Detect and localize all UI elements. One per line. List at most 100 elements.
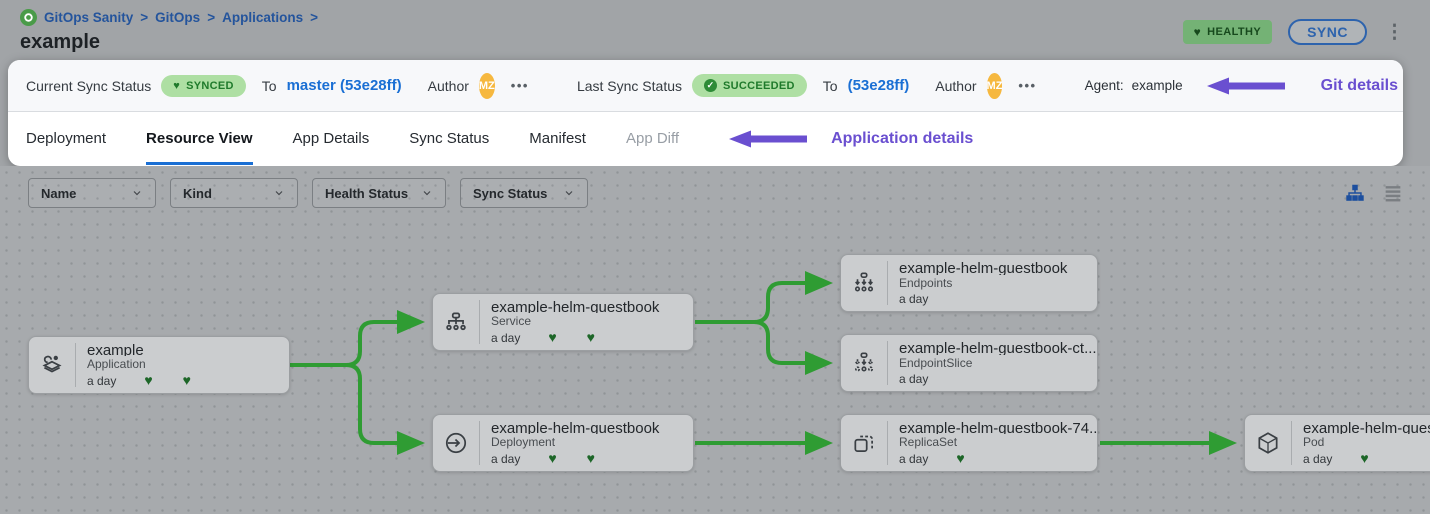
node-status-row: a day ♥ ♥ <box>87 373 289 388</box>
node-title: example-helm-guestbook <box>899 260 1068 275</box>
node-health-hearts: ♥ <box>1360 451 1398 466</box>
node-status-row: a day ♥♥ <box>491 330 693 345</box>
tree-view-toggle-icon[interactable] <box>1344 182 1366 204</box>
node-title: example-helm-guest <box>1303 420 1430 434</box>
resource-node-deployment[interactable]: example-helm-guestbook Deployment a day … <box>432 414 694 472</box>
annotation-arrow-icon <box>1206 77 1285 94</box>
kebab-menu-icon[interactable]: ⋮ <box>1385 21 1404 43</box>
check-circle-icon: ✓ <box>704 79 717 92</box>
header-actions: ♥ HEALTHY SYNC ⋮ <box>1182 19 1406 45</box>
resource-node-replicaset[interactable]: example-helm-guestbook-74... ReplicaSet … <box>840 414 1098 472</box>
node-kind: Service <box>491 314 532 328</box>
author-label: Author <box>935 77 977 94</box>
node-status-row: a day <box>899 372 1097 386</box>
heart-icon: ♥ <box>1360 450 1369 466</box>
heart-icon: ♥ <box>182 372 191 388</box>
breadcrumb-separator: > <box>140 10 149 25</box>
sync-status-bar: Current Sync Status ♥ SYNCED To master (… <box>8 60 1403 112</box>
node-age: a day <box>899 451 929 466</box>
node-health-hearts: ♥♥ <box>548 330 625 345</box>
breadcrumb-separator: > <box>310 10 318 25</box>
node-title: example-helm-guestbook <box>491 420 660 434</box>
last-sync-status-label: Last Sync Status <box>576 77 682 94</box>
resource-node-service[interactable]: example-helm-guestbook Service a day ♥♥ <box>432 293 694 351</box>
page-title: example <box>20 31 101 53</box>
heart-icon: ♥ <box>586 329 595 345</box>
heart-icon: ♥ <box>586 450 595 466</box>
synced-badge-label: SYNCED <box>186 79 234 92</box>
node-kind: Deployment <box>491 435 556 449</box>
node-text: example-helm-guestbook Endpoints a day <box>888 255 1097 311</box>
tab-deployment[interactable]: Deployment <box>26 129 107 147</box>
node-title: example <box>87 342 144 356</box>
kind-filter-dropdown[interactable]: Kind <box>170 178 298 208</box>
agent-label: Agent: <box>1084 78 1124 93</box>
node-kind: Pod <box>1303 435 1325 449</box>
agent-info: Agent: example <box>1085 78 1183 93</box>
heart-icon: ♥ <box>144 372 153 388</box>
sync-button[interactable]: SYNC <box>1288 19 1367 45</box>
current-sync-commit-link[interactable]: master (53e28ff) <box>286 77 402 94</box>
last-sync-commit-link[interactable]: (53e28ff) <box>847 77 910 94</box>
divider <box>887 341 888 385</box>
node-status-row: a day <box>899 292 1097 306</box>
node-title: example-helm-guestbook-ct... <box>899 340 1097 355</box>
endpointslice-icon <box>841 335 887 391</box>
name-filter-dropdown[interactable]: Name <box>28 178 156 208</box>
node-title: example-helm-guestbook <box>491 299 660 313</box>
breadcrumb-link-gitops-sanity[interactable]: GitOps Sanity <box>44 10 134 25</box>
chevron-down-icon <box>131 187 143 199</box>
application-icon <box>29 337 75 393</box>
divider <box>75 343 76 387</box>
tab-app-details[interactable]: App Details <box>292 129 370 147</box>
node-text: example-helm-guestbook Deployment a day … <box>480 415 693 471</box>
replicaset-icon <box>841 415 887 471</box>
node-age: a day <box>899 372 929 386</box>
node-health-hearts: ♥♥ <box>548 451 625 466</box>
node-status-row: a day ♥ <box>899 451 1097 466</box>
resource-node-endpointslice[interactable]: example-helm-guestbook-ct... EndpointSli… <box>840 334 1098 392</box>
resource-node-application[interactable]: example Application a day ♥ ♥ <box>28 336 290 394</box>
node-text: example-helm-guestbook-74... ReplicaSet … <box>888 415 1097 471</box>
health-status-filter-dropdown[interactable]: Health Status <box>312 178 446 208</box>
tab-sync-status[interactable]: Sync Status <box>409 129 490 147</box>
node-health-hearts: ♥ <box>956 451 994 466</box>
tab-resource-view[interactable]: Resource View <box>146 112 253 165</box>
resource-tree-canvas: Name Kind Health Status Sync Status <box>0 166 1430 514</box>
deployment-icon <box>433 415 479 471</box>
succeeded-badge-label: SUCCEEDED <box>723 79 795 92</box>
breadcrumb: GitOps Sanity > GitOps > Applications > <box>20 9 318 26</box>
chevron-down-icon <box>563 187 575 199</box>
heart-icon: ♥ <box>548 329 557 345</box>
resource-node-pod[interactable]: example-helm-guest Pod a day ♥ <box>1244 414 1430 472</box>
sync-status-filter-dropdown[interactable]: Sync Status <box>460 178 588 208</box>
node-age: a day <box>87 373 117 388</box>
node-age: a day <box>899 292 929 306</box>
agent-value: example <box>1131 78 1183 93</box>
node-kind: Application <box>87 357 146 371</box>
divider <box>479 300 480 344</box>
chevron-down-icon <box>273 187 285 199</box>
heart-icon: ♥ <box>956 450 965 466</box>
health-status-label: HEALTHY <box>1207 26 1262 38</box>
breadcrumb-link-applications[interactable]: Applications <box>222 10 304 25</box>
more-options-icon[interactable]: ••• <box>1018 78 1037 93</box>
current-sync-status-label: Current Sync Status <box>26 77 152 94</box>
heart-icon: ♥ <box>173 79 181 92</box>
author-avatar: MZ <box>478 72 495 99</box>
to-label: To <box>261 77 277 94</box>
dropdown-label: Health Status <box>325 185 409 201</box>
more-options-icon[interactable]: ••• <box>510 78 529 93</box>
tab-manifest[interactable]: Manifest <box>529 129 586 147</box>
resource-node-endpoints[interactable]: example-helm-guestbook Endpoints a day <box>840 254 1098 312</box>
breadcrumb-link-gitops[interactable]: GitOps <box>155 10 201 25</box>
node-age: a day <box>1303 451 1333 466</box>
node-title: example-helm-guestbook-74... <box>899 420 1097 434</box>
list-view-toggle-icon[interactable] <box>1382 182 1404 204</box>
node-status-row: a day ♥♥ <box>491 451 693 466</box>
tab-app-diff[interactable]: App Diff <box>625 129 680 147</box>
app-details-card: Current Sync Status ♥ SYNCED To master (… <box>8 60 1403 166</box>
pod-icon <box>1245 415 1291 471</box>
dropdown-label: Sync Status <box>473 185 548 201</box>
node-kind: EndpointSlice <box>899 356 973 370</box>
